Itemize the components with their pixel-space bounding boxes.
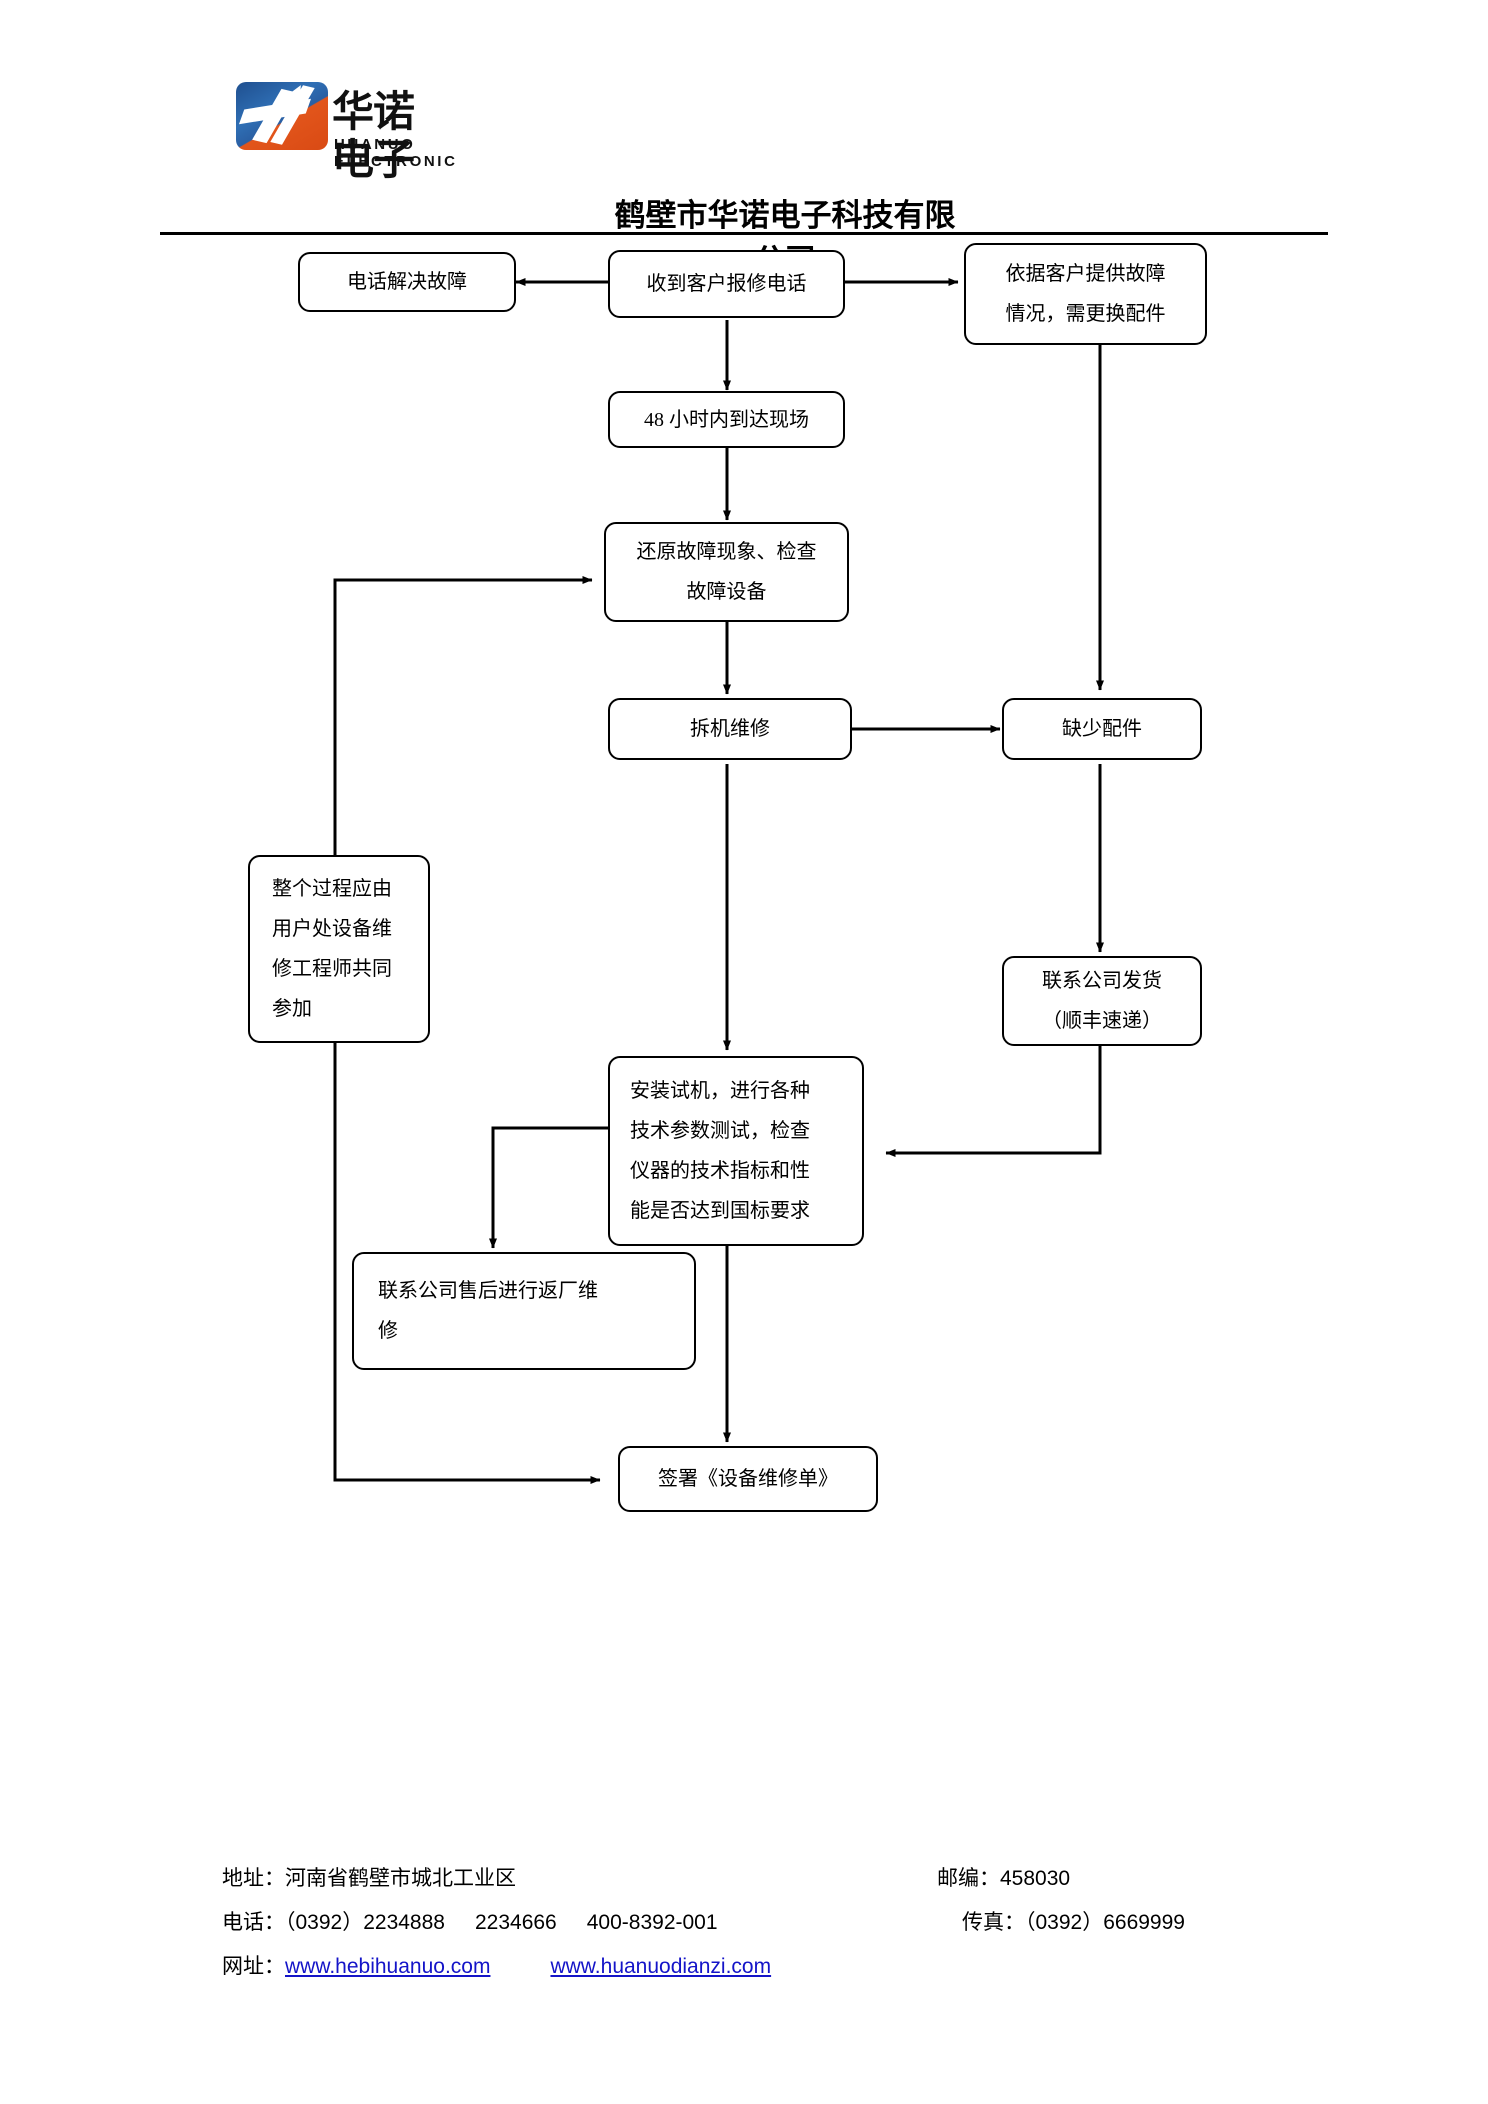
flow-node-label: 情况，需更换配件 [1005,303,1166,325]
flow-node-sign-repair-order[interactable]: 签署《设备维修单》 [618,1446,878,1512]
flow-node-label: 拆机维修 [690,718,770,740]
flow-node-label: 整个过程应由 [272,878,392,900]
flow-node-phone-resolve[interactable]: 电话解决故障 [298,252,516,312]
flow-node-company-ship[interactable]: 联系公司发货 （顺丰速递） [1002,956,1202,1046]
footer-row-address: 地址：河南省鹤壁市城北工业区 邮编：458030 [222,1862,1282,1906]
flow-node-reproduce-fault[interactable]: 还原故障现象、检查 故障设备 [604,522,849,622]
footer-row-phone: 电话：（0392）2234888 2234666 400-8392-001 传真：（… [222,1906,1282,1950]
flow-node-label: 故障设备 [686,581,767,603]
address-value: 河南省鹤壁市城北工业区 [285,1867,516,1890]
fax-label: 传真： [962,1911,1025,1934]
website-link-1[interactable]: www.hebihuanuo.com [285,1955,491,1978]
zip-line: 邮编：458030 [937,1862,1070,1892]
flow-node-label: 安装试机，进行各种 [630,1080,810,1102]
zip-value: 458030 [1000,1867,1071,1890]
flow-node-label: 能是否达到国标要求 [630,1200,810,1222]
address-line: 地址：河南省鹤壁市城北工业区 [222,1862,516,1892]
phone-label: 电话： [222,1911,285,1934]
website-label: 网址： [222,1955,285,1978]
flow-node-return-factory[interactable]: 联系公司售后进行返厂维 修 [352,1252,696,1370]
footer-row-web: 网址：www.hebihuanuo.com www.huanuodianzi.co… [222,1950,1282,1994]
phone-value: （0392）2234888 [285,1911,445,1934]
flow-node-missing-parts[interactable]: 缺少配件 [1002,698,1202,760]
flow-node-disassemble-repair[interactable]: 拆机维修 [608,698,852,760]
phone-value-3: 400-8392-001 [586,1911,718,1934]
flow-node-arrive-48h[interactable]: 48 小时内到达现场 [608,391,845,448]
logo-english-name: HUANUO ELECTRONIC [334,136,458,170]
company-logo: 华诺电子 HUANUO ELECTRONIC [236,82,455,183]
phone-line: 电话：（0392）2234888 2234666 400-8392-001 [222,1906,718,1936]
logo-chinese-name: 华诺电子 [332,88,415,183]
flow-node-joint-participation[interactable]: 整个过程应由 用户处设备维 修工程师共同 参加 [248,855,430,1043]
flow-node-install-test[interactable]: 安装试机，进行各种 技术参数测试，检查 仪器的技术指标和性 能是否达到国标要求 [608,1056,864,1246]
footer-contact: 地址：河南省鹤壁市城北工业区 邮编：458030 电话：（0392）223488… [222,1862,1282,1994]
flow-node-label: 用户处设备维 [272,918,392,940]
flow-node-label: 依据客户提供故障 [1005,263,1166,285]
header-divider [160,232,1328,235]
fax-value: （0392）6669999 [1025,1911,1185,1934]
flow-node-label: 参加 [272,998,312,1020]
website-link-2[interactable]: www.huanuodianzi.com [550,1955,772,1978]
fax-line: 传真：（0392）6669999 [962,1906,1185,1936]
website-line: 网址：www.hebihuanuo.com www.huanuodianzi.co… [222,1950,771,1980]
flow-node-label: 签署《设备维修单》 [658,1468,838,1490]
flow-node-label: 联系公司发货 [1042,970,1162,992]
flow-node-label: 修 [378,1320,398,1342]
logo-mark-icon [236,82,328,150]
flow-node-label: 48 小时内到达现场 [644,408,809,431]
phone-value-2: 2234666 [474,1911,557,1934]
flow-node-label: 技术参数测试，检查 [630,1120,810,1142]
address-label: 地址： [222,1867,285,1890]
flow-node-label: 电话解决故障 [347,271,467,293]
flow-node-receive-call[interactable]: 收到客户报修电话 [608,250,845,318]
flow-node-label: 修工程师共同 [272,958,392,980]
flow-node-label: 还原故障现象、检查 [636,541,817,563]
page-title: 鹤壁市华诺电子科技有限公司 [614,198,956,278]
flow-node-label: 联系公司售后进行返厂维 [378,1280,598,1302]
flow-node-label: 缺少配件 [1062,718,1142,740]
flow-node-label: 收到客户报修电话 [646,273,807,295]
zip-label: 邮编： [937,1867,1000,1890]
flow-node-label: （顺丰速递） [1042,1010,1162,1032]
flow-node-need-parts[interactable]: 依据客户提供故障 情况，需更换配件 [964,243,1207,345]
flow-node-label: 仪器的技术指标和性 [630,1160,810,1182]
